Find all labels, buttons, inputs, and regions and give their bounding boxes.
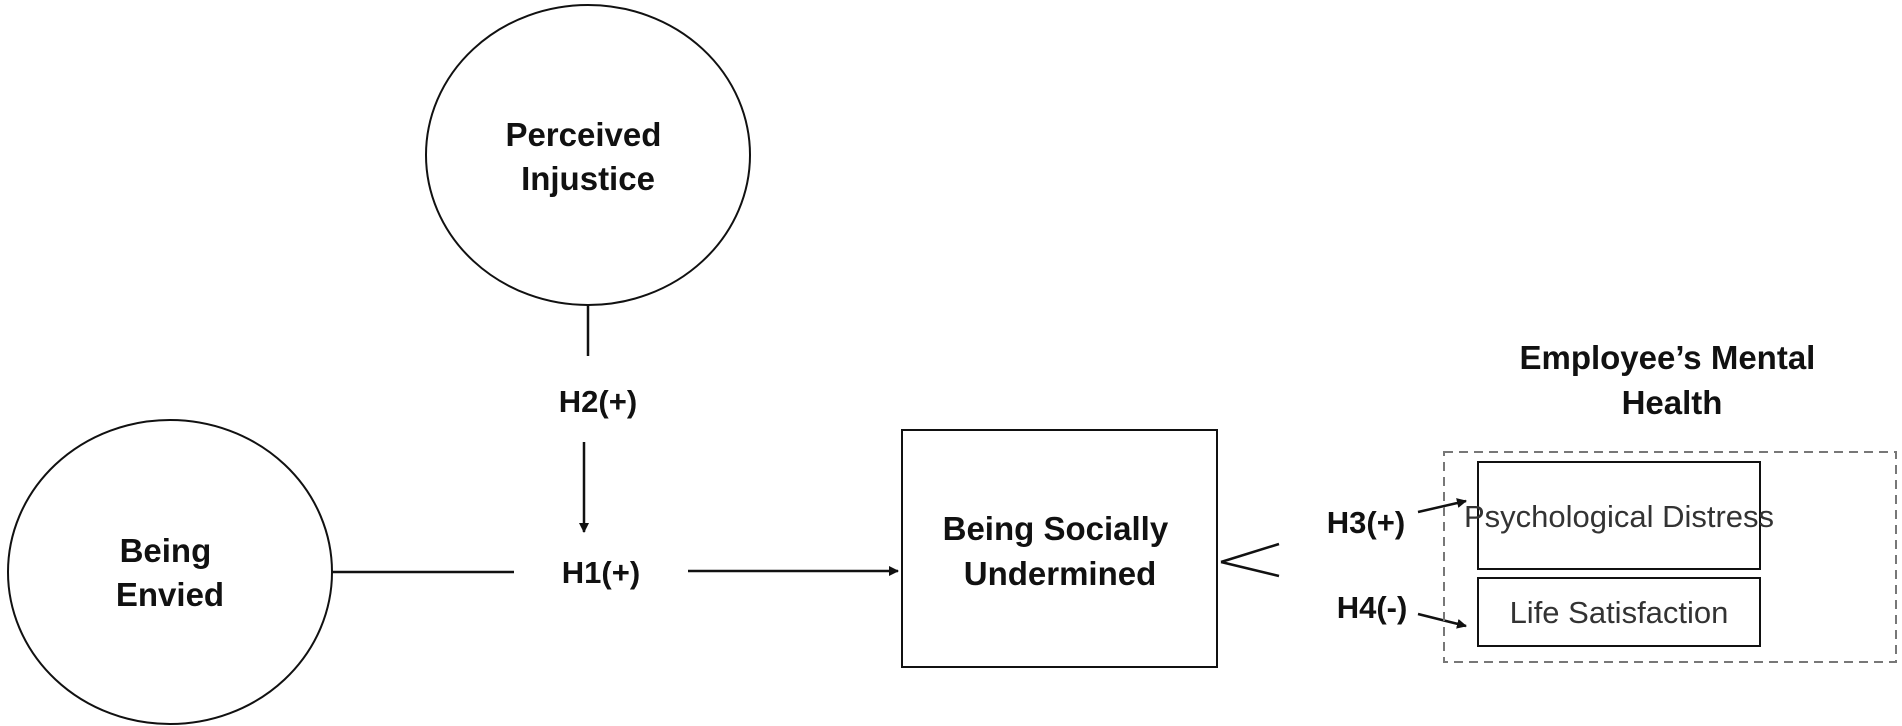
perceived-injustice-line-1: Perceived [505,116,661,153]
being-envied-line-1: Being [120,532,212,569]
being-envied-node: Being Envied [7,419,333,725]
outcome-group-title-line-2: Health [1622,384,1723,421]
fork-lower-line [1220,560,1280,578]
h2-label: H2(+) [559,384,637,419]
being-socially-undermined-label: Being Socially Undermined [943,510,1178,592]
being-socially-undermined-box [901,429,1218,668]
being-envied-label: Being Envied [116,532,224,613]
perceived-injustice-line-2: Injustice [521,160,655,197]
being-socially-undermined-line-1: Being Socially [943,510,1169,547]
life-satisfaction-label: Life Satisfaction [1510,595,1729,630]
life-satisfaction-node: Life Satisfaction [1477,577,1761,647]
perceived-injustice-node: Perceived Injustice [425,4,751,306]
perceived-injustice-label: Perceived Injustice [505,116,670,197]
h4-label: H4(-) [1337,590,1408,625]
outcome-group-title-line-1: Employee’s Mental [1519,339,1815,376]
outcome-group-title: Employee’s Mental Health [1519,339,1824,421]
being-envied-circle [7,419,333,725]
being-socially-undermined-line-2: Undermined [964,555,1157,592]
h3-label: H3(+) [1327,505,1405,540]
perceived-injustice-circle [425,4,751,306]
fork-upper-line [1220,542,1280,564]
h1-label: H1(+) [562,555,640,590]
psychological-distress-label: Psychological Distress [1464,499,1774,534]
h3-to-distress-arrow [1417,498,1467,514]
outcome-group-border [1443,451,1897,663]
psychological-distress-node: Psychological Distress [1464,461,1774,570]
being-socially-undermined-node: Being Socially Undermined [901,429,1218,668]
being-envied-line-2: Envied [116,576,224,613]
life-satisfaction-box [1477,577,1761,647]
psychological-distress-box [1477,461,1761,570]
h4-to-satisfaction-arrow [1417,612,1467,629]
